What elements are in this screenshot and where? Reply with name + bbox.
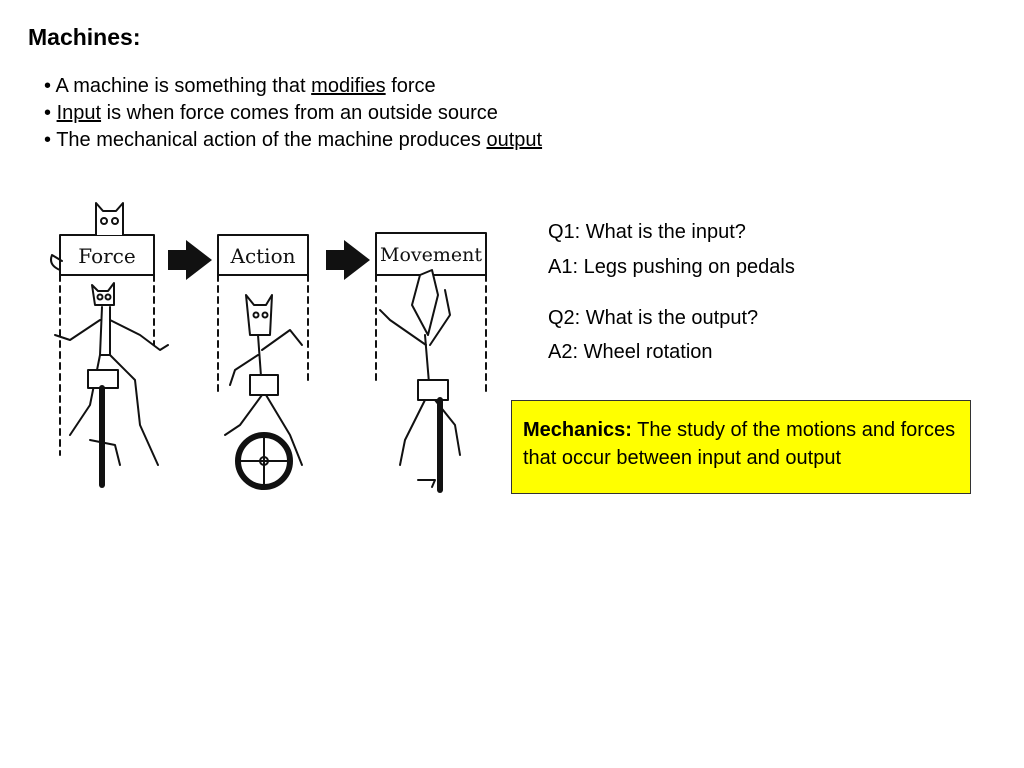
definition-term: Mechanics: <box>523 419 632 441</box>
panel-label-action: Action <box>230 244 296 268</box>
bullet-marker: • <box>44 102 52 124</box>
bullet-item: • The mechanical action of the machine p… <box>44 127 542 154</box>
bullet-text: The mechanical action of the machine pro… <box>56 129 487 151</box>
definition-box: Mechanics: The study of the motions and … <box>511 400 971 494</box>
definition-text: The study of the motions and forces that… <box>523 419 956 469</box>
question-1: Q1: What is the input? <box>548 221 746 243</box>
panel-label-force: Force <box>78 244 135 268</box>
question-2: Q2: What is the output? <box>548 307 759 329</box>
bullet-text: force <box>385 75 436 97</box>
bullet-list: • A machine is something that modifies f… <box>44 73 542 154</box>
underlined-term-modifies: modifies <box>311 75 386 97</box>
panel-movement: Movement <box>375 232 487 493</box>
underlined-term-output: output <box>486 129 543 151</box>
unicycle-cartoon: Force Action <box>50 202 487 493</box>
slide-title: Machines: <box>28 24 141 50</box>
arrow-icon <box>326 240 370 280</box>
bullet-marker: • <box>44 75 52 97</box>
bullet-item: • Input is when force comes from an outs… <box>44 100 542 127</box>
bullet-text: is when force comes from an outside sour… <box>101 102 498 124</box>
arrow-icon <box>168 240 212 280</box>
answer-2: A2: Wheel rotation <box>548 341 713 363</box>
panel-action: Action <box>217 234 309 490</box>
panel-label-movement: Movement <box>380 244 482 266</box>
bullet-text: A machine is something that <box>55 75 312 97</box>
answer-1: A1: Legs pushing on pedals <box>548 256 795 278</box>
bullet-item: • A machine is something that modifies f… <box>44 73 542 100</box>
panel-force: Force <box>50 202 169 488</box>
underlined-term-input: Input <box>56 102 102 124</box>
bullet-marker: • <box>44 129 52 151</box>
